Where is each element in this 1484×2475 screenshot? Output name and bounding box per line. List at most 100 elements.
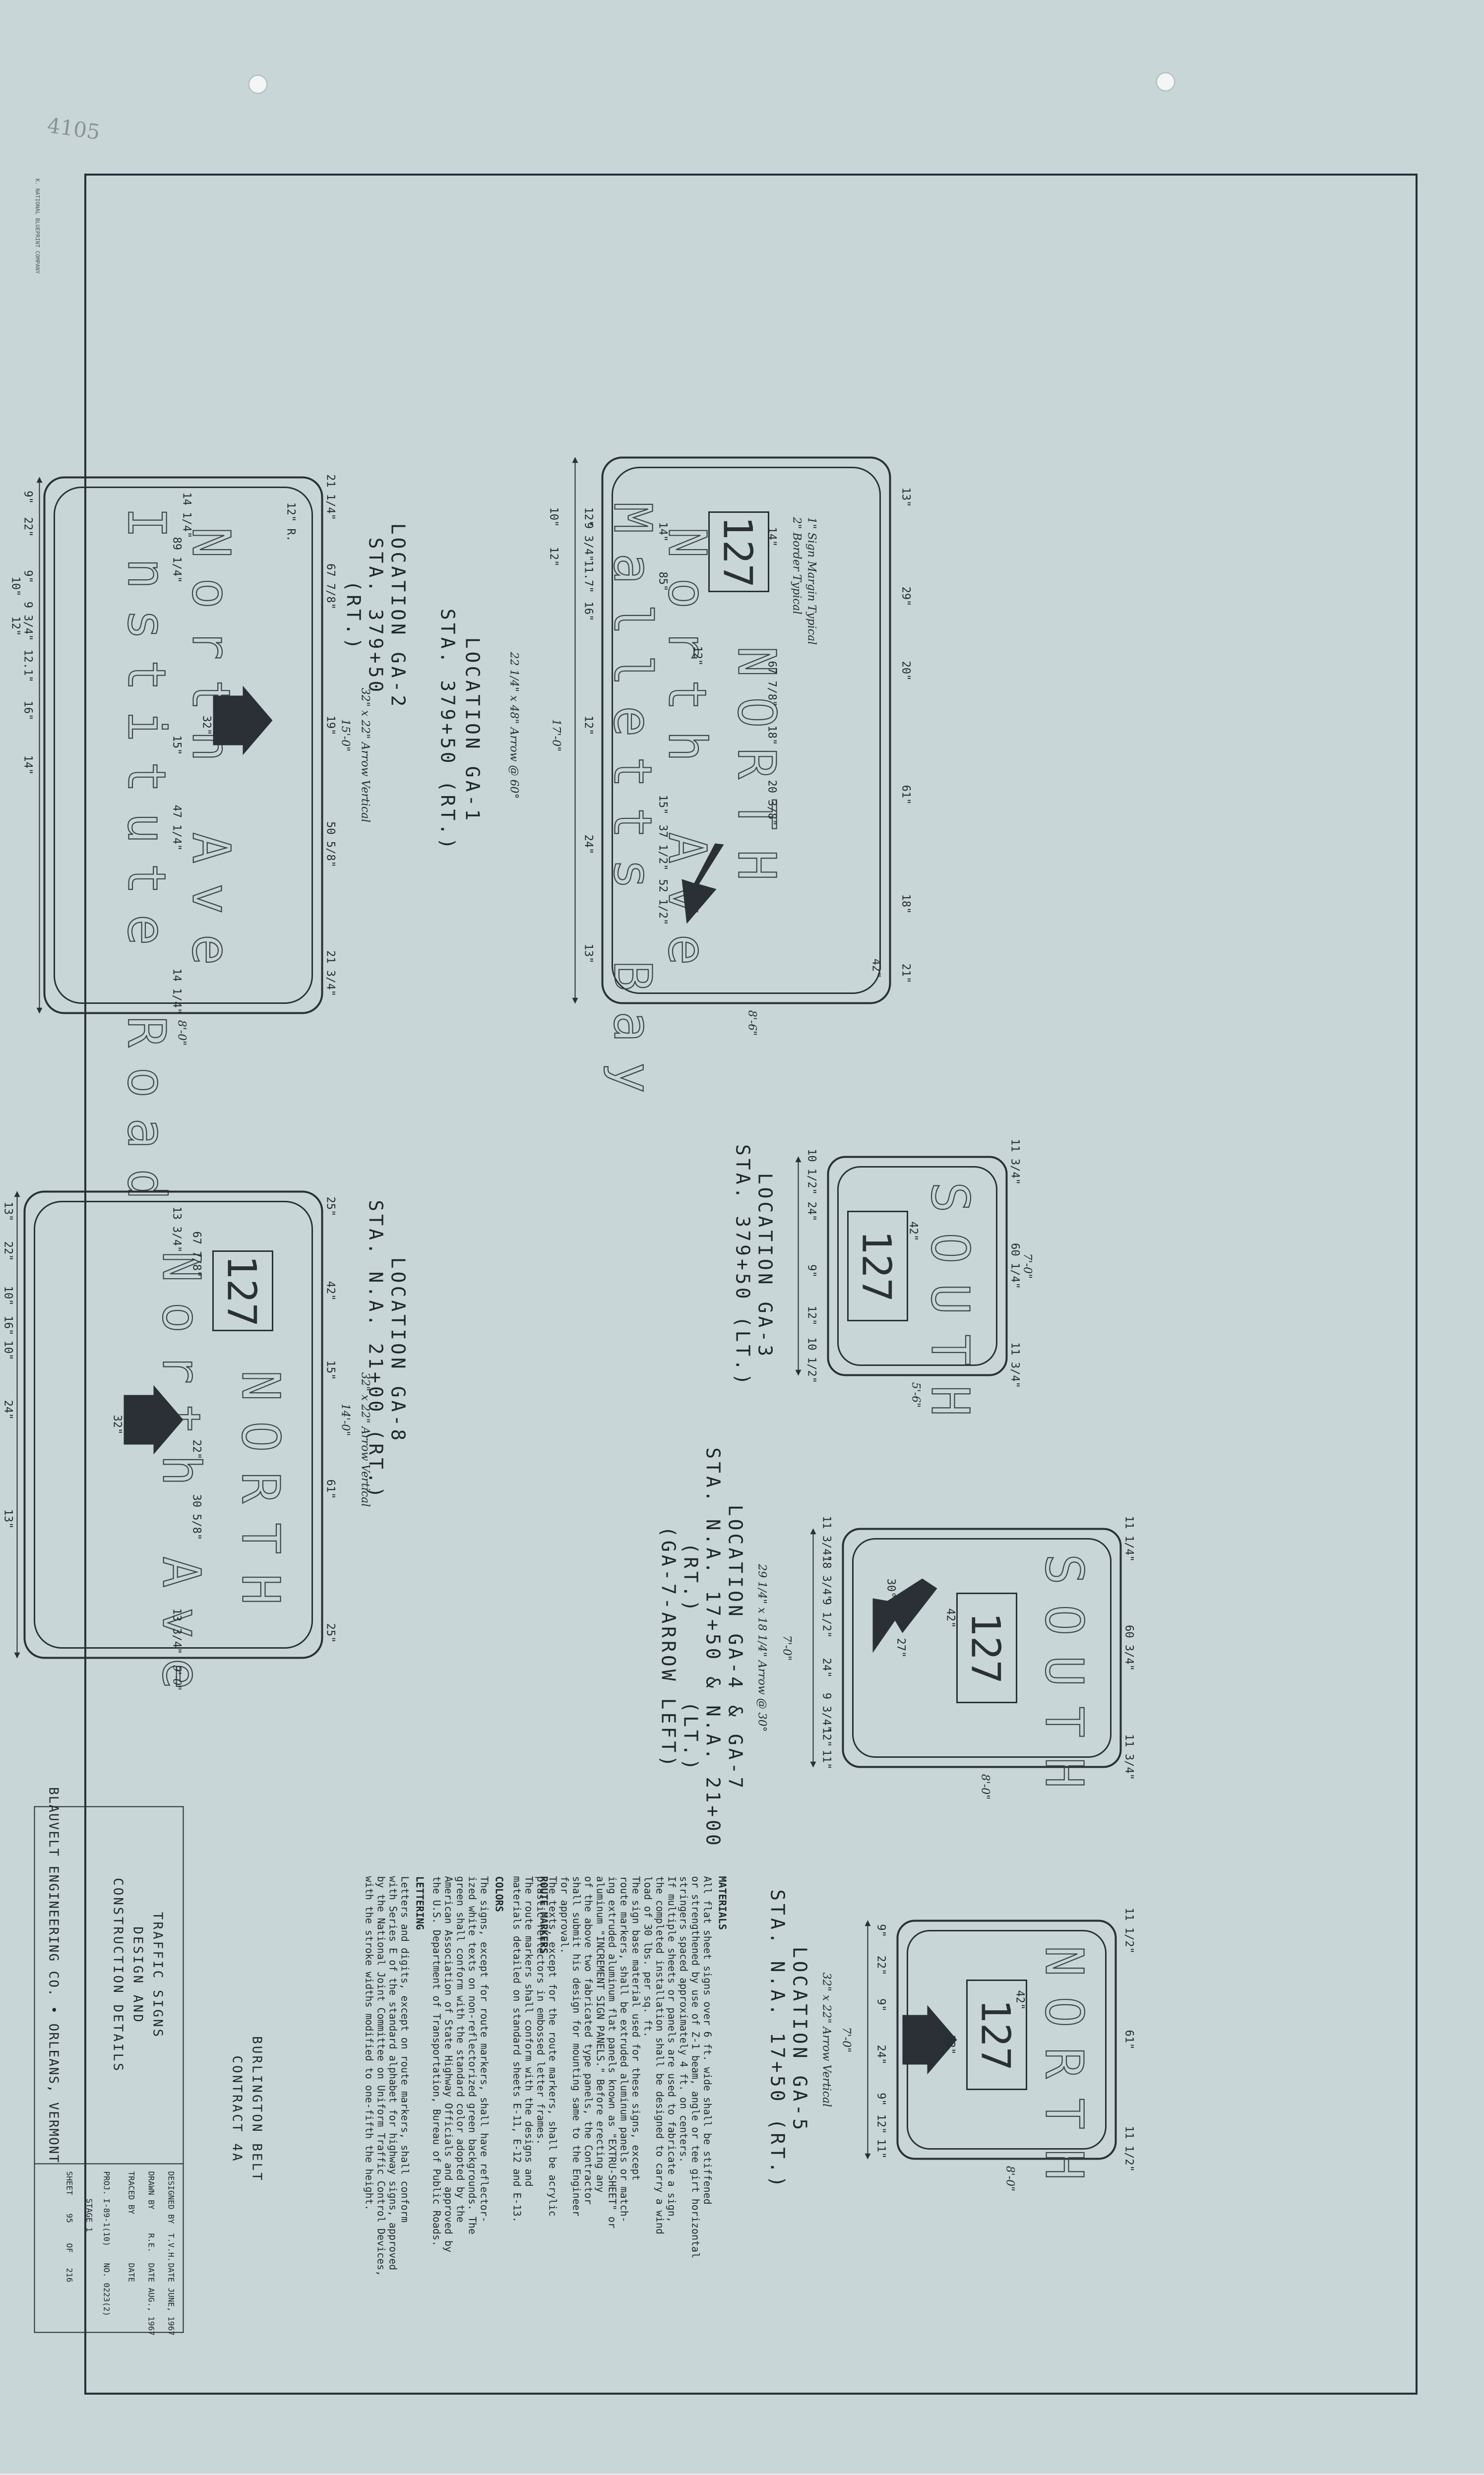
ga1-width: 8'-6" <box>746 1010 758 1036</box>
notes-lettering-text: Letters and digits, except on route mark… <box>364 1876 411 2277</box>
tb-of-label: OF <box>65 2243 74 2253</box>
ga4-height: 7'-0" <box>781 1635 793 1661</box>
ga2-outline <box>43 476 323 1014</box>
ga5-shield-number: 127 <box>973 1999 1019 2071</box>
ga2-dim-b7: 14" <box>22 755 34 775</box>
ga4-dim-r1: 11 1/4" <box>1123 1516 1135 1562</box>
ga5-arrow-icon <box>902 2005 957 2075</box>
tb-sheet: 95 <box>65 2214 74 2223</box>
ga2-dim-b4: 9 3/4" <box>22 602 34 641</box>
ga5-arrow-label: 32" x 22" Arrow Vertical <box>820 1973 833 2107</box>
notes-line: with the stroke widths modified to one-f… <box>364 1876 375 2211</box>
ga2-dim-b8: 10" <box>9 577 22 597</box>
ga4-dim-b5: 9 3/4" <box>820 1693 833 1732</box>
ga1-border <box>612 467 881 994</box>
notes-line: ing extruded aluminum flat panels known … <box>607 1876 618 2228</box>
ga5-arrow-dim: 32" <box>944 2035 957 2055</box>
ga2-dim-l2: 89 1/4" <box>171 537 183 583</box>
tb-sheet-label: SHEET <box>65 2171 74 2196</box>
notes-line: Letters and digits, except on route mark… <box>399 1876 411 2223</box>
notes-line: American Association of State Highway Of… <box>443 1876 455 2253</box>
notes-line: All flat sheet signs over 6 ft. wide sha… <box>702 1876 714 2205</box>
ga5-dim-b2: 22" <box>875 1956 887 1976</box>
ga2-arrow-label: 32" x 22" Arrow Vertical <box>359 688 371 822</box>
punch-hole-right <box>1156 72 1175 92</box>
ga5-title: NORTH <box>1034 1946 1095 2200</box>
ga1-dim-b4: 16" <box>582 602 595 621</box>
ga2-dim-r1: 21 1/4" <box>324 474 337 520</box>
ga4-station: STA. N.A. 17+50 & N.A. 21+00 <box>702 1447 724 1849</box>
ga2-arrow-dim: 32" <box>200 716 213 736</box>
notes-line: The signs, except for route markers, sha… <box>479 1876 491 2223</box>
notes-line: stringers spaced approximately 4 ft. on … <box>678 1876 690 2163</box>
ga3-shield-box <box>847 1211 908 1321</box>
punch-hole-left <box>248 74 268 94</box>
ga2-width: 8'-0" <box>176 1020 188 1046</box>
notes-lettering-heading: LETTERING <box>414 1876 426 1930</box>
ga8-dim-r5: 25" <box>324 1623 337 1643</box>
ga8-title: NORTH <box>231 1370 291 1625</box>
tb-title-2: DESIGN AND <box>130 1926 145 2024</box>
tb-proj-label: PROJ. <box>102 2171 112 2195</box>
ga2-border <box>54 487 313 1004</box>
ga8-dim-l2: 67 7/8" <box>190 1232 203 1278</box>
ga3-dim-s: 42" <box>907 1222 920 1241</box>
tb-of: 216 <box>65 2268 74 2283</box>
ga5-dim-r2: 61" <box>1123 2030 1135 2050</box>
ga8-location: LOCATION GA-8 <box>387 1257 409 1443</box>
ga8-arrow-icon <box>124 1385 184 1455</box>
tb-drawn-by-label: DRAWN BY <box>147 2171 156 2210</box>
ga8-dim-l4: 30 5/8" <box>190 1494 203 1541</box>
sign-ga3: SOUTH 127 11 3/4" 60 1/4" 11 3/4" 42" 10… <box>732 1139 1034 1437</box>
ga4-note: (GA-7-ARROW LEFT) <box>658 1526 680 1770</box>
ga1-dim-b6: 24" <box>582 835 595 855</box>
ga2-radius: 12" R. <box>285 502 297 542</box>
ga4-arrow-dim: 27" <box>895 1638 907 1658</box>
ga1-dim-c5: 37 1/2" <box>657 825 669 871</box>
notes-colors-text: The signs, except for route markers, sha… <box>431 1876 491 2253</box>
ga8-arrow-dim: 32" <box>111 1415 124 1435</box>
ga3-dim-r1: 11 3/4" <box>1009 1139 1021 1185</box>
tb-title-1: TRAFFIC SIGNS <box>150 1912 165 2039</box>
notes-line: If multiple sheets or panels are used to… <box>666 1876 678 2223</box>
general-notes: MATERIALS All flat sheet signs over 6 ft… <box>364 1876 729 2277</box>
ga5-dim-b4: 24" <box>875 2045 887 2065</box>
ga3-dim-b1: 10 1/2" <box>805 1149 818 1195</box>
ga2-dim-r3: 19" <box>324 716 337 736</box>
ga3-dim-r2: 60 1/4" <box>1009 1243 1021 1289</box>
sign-ga5: NORTH 127 32" 42" 11 1/2" 61" 11 1/2" 9"… <box>767 1889 1135 2200</box>
ga4-outline <box>842 1528 1122 1768</box>
tb-drawn-by: R.E. <box>147 2233 156 2253</box>
ga2-arrow-icon <box>213 685 273 755</box>
ga4-border <box>852 1538 1112 1758</box>
ga4-dim-s: 42" <box>944 1609 957 1628</box>
ga1-dim-c4: 15" <box>657 795 669 815</box>
ga2-dim-l4: 47 1/4" <box>171 805 183 851</box>
tb-designed-by-label: DESIGNED BY <box>167 2171 176 2224</box>
ga2-dim-l3: 15" <box>171 736 183 755</box>
ga5-shield-box <box>966 1980 1027 2090</box>
ga4-title: SOUTH <box>1034 1554 1095 1808</box>
sign-ga4-ga7: SOUTH 127 30° 27" 42" 11 1/4" 60 3/4" 11… <box>658 1447 1135 1849</box>
tb-drawn-date: AUG., 1967 <box>147 2288 156 2336</box>
notes-line: The texts, except for the route markers,… <box>547 1876 559 2217</box>
ga5-dim-b7: 11" <box>875 2139 887 2159</box>
ga4-dim-r2: 60 3/4" <box>1123 1625 1135 1671</box>
ga3-station: STA. 379+50 (LT.) <box>732 1144 754 1388</box>
ga2-dim-b2: 22" <box>22 517 34 537</box>
notes-line: by the National Joint Committee on Unifo… <box>375 1876 387 2277</box>
ga8-shield-number: 127 <box>219 1255 265 1327</box>
ga3-location: LOCATION GA-3 <box>754 1173 776 1359</box>
ga8-dim-l5: 13 3/4" <box>171 1609 183 1655</box>
notes-colors-heading: COLORS <box>494 1876 505 1912</box>
notes-route-markers-heading: ROUTE MARKERS <box>538 1876 550 1954</box>
tb-proj: I-89-1(10) <box>102 2199 112 2246</box>
margin-imprint: K. NATIONAL BLUEPRINT COMPANY <box>34 179 41 274</box>
ga1-dim-c3: 20 3/8" <box>766 780 778 826</box>
ga1-dim-l3: 14" <box>766 527 778 547</box>
sign-ga2: North Ave Institute Road 12" R. 32" 21 1… <box>9 474 409 1220</box>
ga2-location: LOCATION GA-2 <box>387 523 409 709</box>
ga5-dim-b3: 9" <box>875 1998 887 2012</box>
ga1-dim-b1: 12" <box>582 507 595 527</box>
